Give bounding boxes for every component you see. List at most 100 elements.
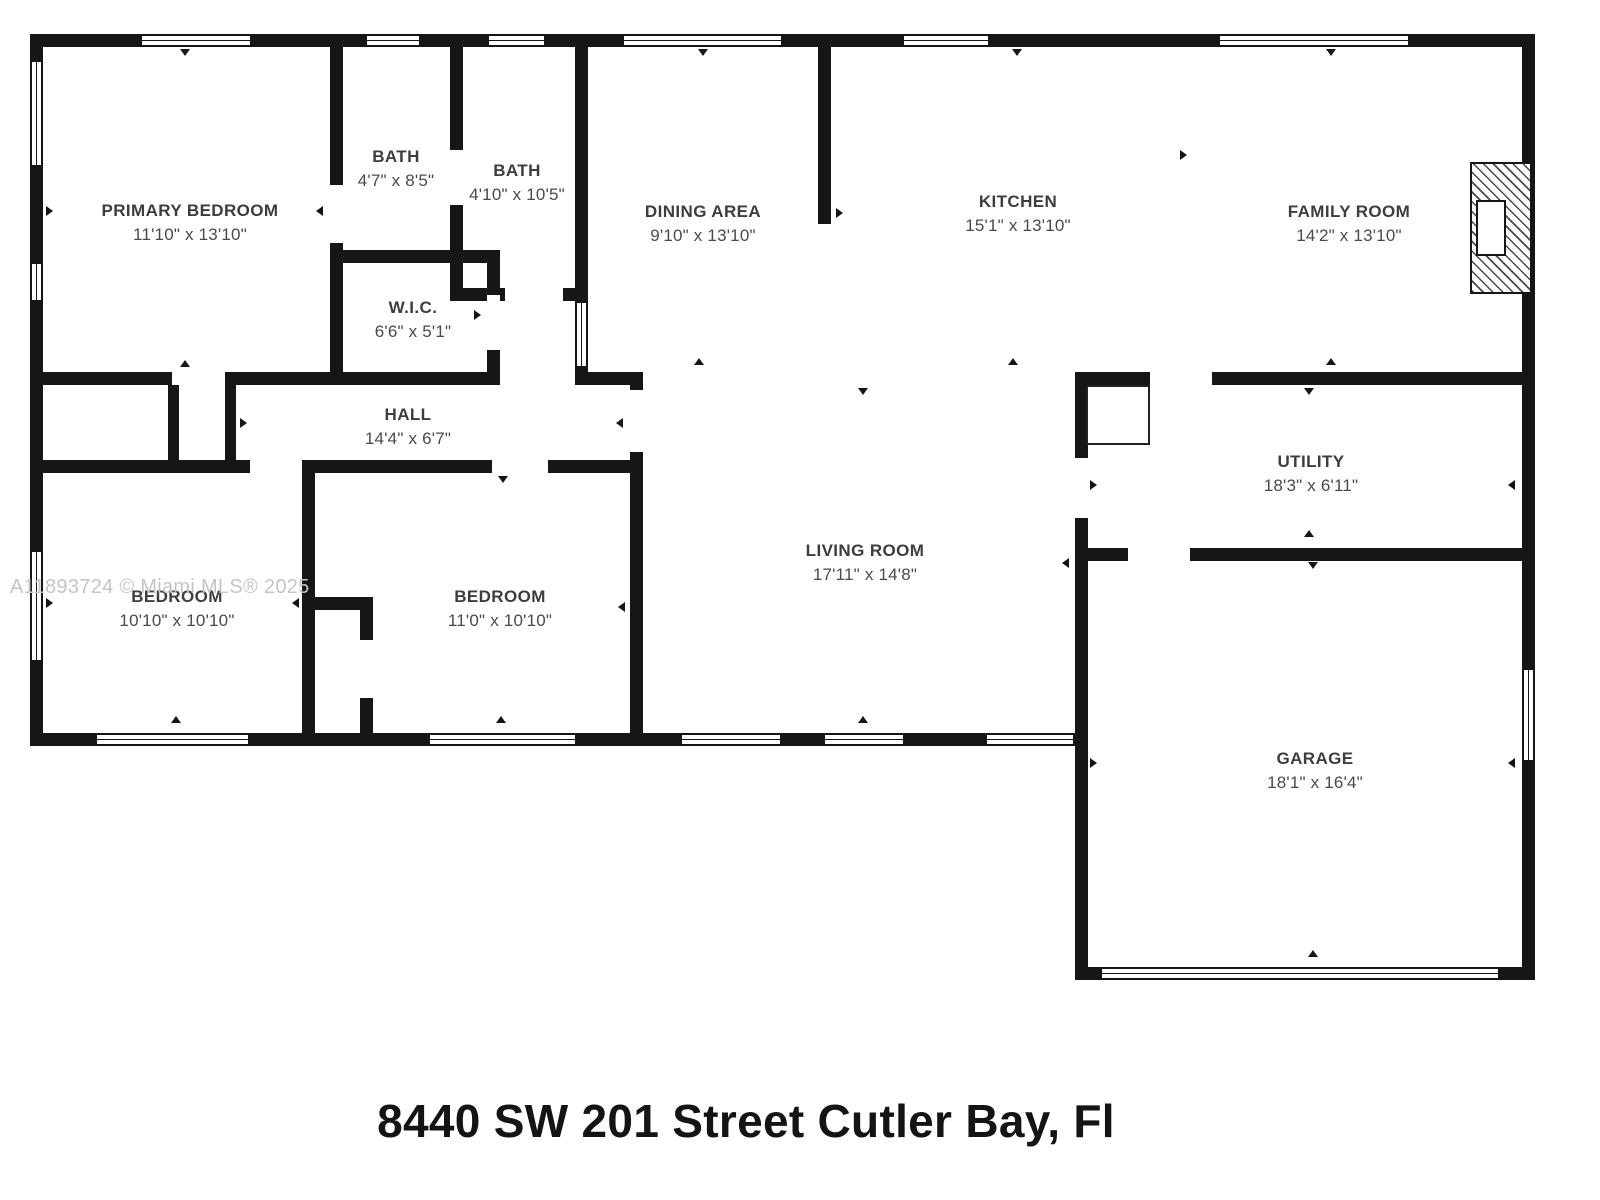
door-opening bbox=[172, 372, 225, 385]
dimension-arrow bbox=[1012, 49, 1022, 56]
door-opening bbox=[505, 288, 563, 301]
room-name: BATH bbox=[372, 147, 420, 166]
dimension-arrow bbox=[498, 476, 508, 483]
room-dims: 17'11" x 14'8" bbox=[812, 565, 918, 584]
door-opening bbox=[450, 150, 463, 205]
room-label-living-room: LIVING ROOM 17'11" x 14'8" bbox=[806, 542, 925, 583]
dimension-arrow bbox=[698, 49, 708, 56]
room-dims: 15'1" x 13'10" bbox=[965, 216, 1071, 235]
wall bbox=[330, 250, 343, 385]
dimension-arrow bbox=[46, 206, 53, 216]
room-name: HALL bbox=[384, 405, 432, 424]
door-opening bbox=[330, 185, 343, 243]
wall bbox=[168, 385, 179, 460]
door-opening bbox=[487, 295, 500, 350]
wall bbox=[30, 460, 643, 473]
room-dims: 10'10" x 10'10" bbox=[119, 611, 235, 630]
dimension-arrow bbox=[1090, 758, 1097, 768]
wall bbox=[818, 34, 831, 224]
dimension-arrow bbox=[180, 49, 190, 56]
window bbox=[487, 34, 546, 47]
address-title: 8440 SW 201 Street Cutler Bay, Fl bbox=[377, 1095, 1115, 1147]
window bbox=[140, 34, 252, 47]
dimension-arrow bbox=[171, 716, 181, 723]
window bbox=[428, 733, 577, 746]
room-name: GARAGE bbox=[1276, 749, 1354, 768]
window bbox=[622, 34, 783, 47]
window bbox=[30, 262, 43, 302]
dimension-arrow bbox=[46, 598, 53, 608]
room-dims: 11'0" x 10'10" bbox=[447, 611, 553, 630]
dimension-arrow bbox=[240, 418, 247, 428]
room-label-wic: W.I.C. 6'6" x 5'1" bbox=[375, 299, 452, 340]
dimension-arrow bbox=[836, 208, 843, 218]
room-dims: 18'1" x 16'4" bbox=[1267, 773, 1363, 792]
room-dims: 14'4" x 6'7" bbox=[364, 429, 452, 448]
dimension-arrow bbox=[618, 602, 625, 612]
dimension-arrow bbox=[694, 358, 704, 365]
dimension-arrow bbox=[1326, 358, 1336, 365]
door-opening bbox=[1128, 548, 1190, 561]
room-dims: 18'3" x 6'11" bbox=[1263, 476, 1359, 495]
room-label-dining-area: DINING AREA 9'10" x 13'10" bbox=[645, 203, 761, 244]
door-opening bbox=[250, 460, 302, 473]
room-name: PRIMARY BEDROOM bbox=[101, 201, 279, 220]
cased-opening bbox=[575, 301, 588, 368]
window bbox=[30, 550, 43, 662]
room-label-bedroom-2: BEDROOM 11'0" x 10'10" bbox=[448, 588, 552, 629]
dimension-arrow bbox=[1180, 150, 1187, 160]
dimension-arrow bbox=[1326, 49, 1336, 56]
window bbox=[30, 60, 43, 167]
window bbox=[1218, 34, 1410, 47]
sliding-door bbox=[985, 733, 1075, 746]
mls-watermark: A11893724 © Miami MLS® 2025 bbox=[10, 576, 310, 598]
water-heater bbox=[1086, 385, 1150, 445]
room-label-hall: HALL 14'4" x 6'7" bbox=[365, 406, 451, 447]
room-label-kitchen: KITCHEN 15'1" x 13'10" bbox=[965, 193, 1071, 234]
room-label-bath-2: BATH 4'10" x 10'5" bbox=[469, 162, 565, 203]
door-opening bbox=[630, 390, 643, 452]
room-name: FAMILY ROOM bbox=[1287, 202, 1411, 221]
room-dims: 4'7" x 8'5" bbox=[357, 171, 435, 190]
window bbox=[365, 34, 421, 47]
wall bbox=[575, 372, 643, 385]
dimension-arrow bbox=[1508, 758, 1515, 768]
door-opening bbox=[360, 640, 373, 698]
window bbox=[1522, 668, 1535, 762]
dimension-arrow bbox=[1304, 388, 1314, 395]
room-dims: 4'10" x 10'5" bbox=[469, 185, 565, 204]
room-name: W.I.C. bbox=[388, 298, 438, 317]
dimension-arrow bbox=[1008, 358, 1018, 365]
dimension-arrow bbox=[1308, 950, 1318, 957]
dimension-arrow bbox=[1308, 562, 1318, 569]
room-dims: 11'10" x 13'10" bbox=[133, 225, 247, 244]
wall bbox=[630, 385, 643, 746]
garage-door bbox=[1100, 967, 1500, 980]
room-label-family-room: FAMILY ROOM 14'2" x 13'10" bbox=[1288, 203, 1410, 244]
dimension-arrow bbox=[616, 418, 623, 428]
dimension-arrow bbox=[496, 716, 506, 723]
dimension-arrow bbox=[1090, 480, 1097, 490]
wall bbox=[225, 385, 236, 460]
room-label-bedroom-1: BEDROOM 10'10" x 10'10" bbox=[119, 588, 234, 629]
dimension-arrow bbox=[180, 360, 190, 367]
fireplace-firebox bbox=[1476, 200, 1506, 256]
room-name: DINING AREA bbox=[644, 202, 762, 221]
dimension-arrow bbox=[474, 310, 481, 320]
wall bbox=[302, 597, 373, 610]
dimension-arrow bbox=[858, 716, 868, 723]
wall bbox=[330, 250, 500, 263]
window bbox=[902, 34, 990, 47]
room-name: UTILITY bbox=[1277, 452, 1345, 471]
dimension-arrow bbox=[316, 206, 323, 216]
room-name: KITCHEN bbox=[978, 192, 1058, 211]
wall bbox=[1075, 548, 1535, 561]
room-name: BEDROOM bbox=[454, 587, 546, 606]
window bbox=[823, 733, 905, 746]
dimension-arrow bbox=[292, 598, 299, 608]
dimension-arrow bbox=[1508, 480, 1515, 490]
wall bbox=[1075, 555, 1088, 980]
room-dims: 14'2" x 13'10" bbox=[1296, 226, 1402, 245]
dimension-arrow bbox=[1062, 558, 1069, 568]
